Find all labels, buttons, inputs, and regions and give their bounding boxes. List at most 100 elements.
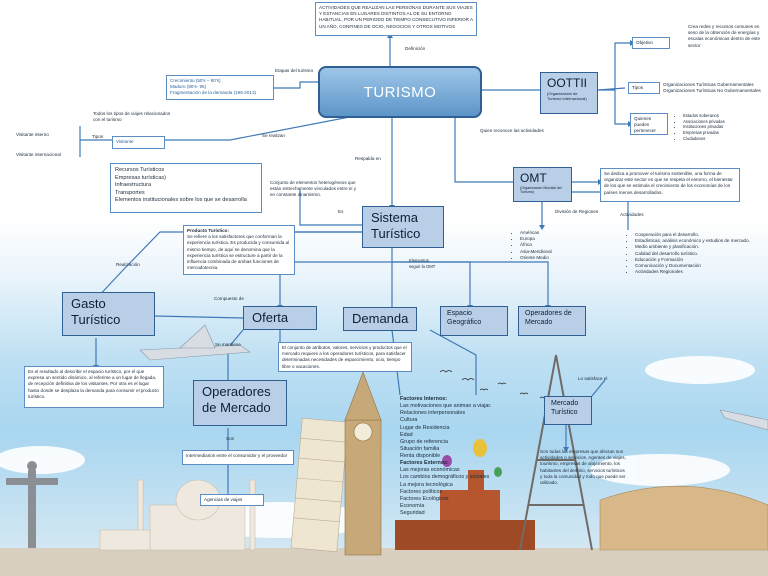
edge-label-lo-satisface: Lo satisface el xyxy=(578,376,608,381)
factor-interno: Las motivaciones que animan a viajar. xyxy=(400,403,492,410)
omt-text-box: Se dedica a promover el turismo sostenib… xyxy=(600,168,740,202)
actividad-item: Comunicación y Documentación xyxy=(635,263,750,269)
oottii-node[interactable]: OOTTII (Organización de Turismo Internac… xyxy=(540,72,598,114)
oferta-text: El conjunto de atributos, valores, servi… xyxy=(282,345,407,369)
agencias-text: Agencias de viajes xyxy=(204,497,243,502)
region-item: Américas xyxy=(520,230,552,236)
operadores-label: Operadores de Mercado xyxy=(202,384,271,415)
recursos-item: Recursos Turísticos xyxy=(115,167,165,173)
definition-text: ACTIVIDADES QUE REALIZAN LAS PERSONAS DU… xyxy=(319,5,473,29)
actividad-item: Calidad del desarrollo turístico. xyxy=(635,251,750,257)
regiones-list: Américas Europa África Asia-Meridional O… xyxy=(513,230,552,261)
factores-externos-title: Factores Externos: xyxy=(400,460,449,467)
turismo-node[interactable]: TURISMO xyxy=(318,66,482,118)
actividad-item: Actividades Regionales xyxy=(635,269,750,275)
visitante-box: Visitante xyxy=(112,136,165,149)
factores-block: Factores Internos: Las motivaciones que … xyxy=(400,396,505,517)
recursos-item: Elementos institucionales sobre los que … xyxy=(115,197,247,204)
tipos-label: Tipos xyxy=(632,85,644,90)
region-item: África xyxy=(520,242,552,248)
agencias-box: Agencias de viajes xyxy=(200,494,264,506)
objetivo-text: Crea redes y recursos comunes en seso de… xyxy=(688,24,761,48)
intermediarios-box: Intermediarios entre el consumidor y el … xyxy=(182,450,294,465)
edge-label-compuesto: Compuesto de xyxy=(214,296,244,301)
quienes-label: Quienes pueden pertenecer xyxy=(634,116,656,134)
region-item: Oriente Medio xyxy=(520,255,552,261)
visitante-interno: Visitante interno xyxy=(16,132,49,137)
todos-tipos-text: Todos los tipos de viajes relacionados c… xyxy=(93,111,171,123)
quienes-item: Empresas privadas xyxy=(683,130,725,136)
conjunto-text: Conjunto de elementos heterogéneos que e… xyxy=(270,180,357,198)
visitante-internacional: Visitante internacional xyxy=(16,152,61,157)
edge-label-etapas: Etapas del turismo xyxy=(275,68,314,73)
edge-label-definicion: Definición xyxy=(405,46,426,51)
edge-label-quien-reconoce: Quien reconoce las actividades xyxy=(480,128,544,133)
factor-externo: Los cambios demográficos y sociales xyxy=(400,474,490,481)
etapas-box: Crecimiento (50's – 80's) Maduro (80's- … xyxy=(166,75,274,100)
tipos-box: Tipos xyxy=(628,82,660,94)
edge-label-division: División de Regiones xyxy=(555,209,599,214)
edge-label-se-realizan: Se realizan xyxy=(262,133,285,138)
edge-label-es: Es xyxy=(338,209,344,214)
factor-externo: Factores políticos xyxy=(400,488,443,495)
objetivo-label: Objetivo xyxy=(636,40,653,45)
factores-internos-title: Factores Internos: xyxy=(400,396,448,402)
actividad-item: Cooperación para el desarrollo. xyxy=(635,232,750,238)
edge-label-actividades: Actividades xyxy=(620,212,644,217)
mercado-turistico-node[interactable]: Mercado Turístico xyxy=(544,396,592,425)
oferta-node[interactable]: Oferta xyxy=(243,306,317,330)
etapa-2: Maduro (80's- 95) xyxy=(170,84,207,90)
oottii-label: OOTTII xyxy=(547,76,587,90)
quienes-item: Instituciones privadas xyxy=(683,124,725,130)
producto-box: Producto Turístico: Se refiere a los sat… xyxy=(183,225,295,275)
omt-sub: (Organización Mundial del Turismo) xyxy=(520,186,562,195)
factor-interno: Renta disponible xyxy=(400,453,441,459)
demanda-label: Demanda xyxy=(352,311,409,326)
oferta-label: Oferta xyxy=(252,310,289,325)
actividad-item: Medio ambiente y planificación. xyxy=(635,244,750,250)
producto-text: Se refiere a los satisfactores que confo… xyxy=(187,234,290,271)
etapa-1: Crecimiento (50's – 80's) xyxy=(170,78,221,83)
actividades-list: Cooperación para el desarrollo. Estadíst… xyxy=(628,232,750,275)
factor-externo: Seguridad xyxy=(400,510,425,516)
factor-externo: La mejora tecnológica xyxy=(400,481,453,488)
edge-label-son: Son xyxy=(226,436,235,441)
sistema-turistico-node[interactable]: Sistema Turístico xyxy=(362,206,444,248)
operadores-mercado-node-right[interactable]: Operadores de Mercado xyxy=(518,306,586,336)
espacio-label: Espacio Geográfico xyxy=(447,310,482,326)
recursos-item: Transportes xyxy=(115,189,145,196)
edge-label-tipos: Tipos xyxy=(92,134,104,139)
edge-label-realizacion: Realización xyxy=(116,262,140,267)
factor-interno: Lugar de Residencia xyxy=(400,424,450,431)
mercado-label: Mercado Turístico xyxy=(551,400,579,416)
factor-interno: Edad xyxy=(400,431,413,438)
omt-node[interactable]: OMT (Organización Mundial del Turismo) xyxy=(513,167,572,202)
intermediarios-text: Intermediarios entre el consumidor y el … xyxy=(186,453,288,458)
producto-title: Producto Turístico: xyxy=(187,228,230,233)
espacio-geografico-node[interactable]: Espacio Geográfico xyxy=(440,306,508,336)
oottii-sub: (Organización de Turismo Internacional) xyxy=(547,91,587,101)
turismo-title: TURISMO xyxy=(363,83,437,101)
mercado-text: Son todas las empresas que afectan sus a… xyxy=(540,449,626,485)
sistema-label: Sistema Turístico xyxy=(371,210,421,241)
edge-label-se-mantiene: Se mantiene xyxy=(215,342,241,347)
operadores-mercado-node[interactable]: Operadores de Mercado xyxy=(193,380,287,426)
quienes-list: Estados soberanos Asociaciones privadas … xyxy=(676,113,725,141)
gasto-turistico-node[interactable]: Gasto Turístico xyxy=(62,292,155,336)
gasto-label: Gasto Turístico xyxy=(71,296,121,327)
quienes-box: Quienes pueden pertenecer xyxy=(630,113,668,135)
definition-box: ACTIVIDADES QUE REALIZAN LAS PERSONAS DU… xyxy=(315,2,477,36)
region-item: Europa xyxy=(520,236,552,242)
factor-interno: Cultura xyxy=(400,417,418,424)
gasto-text: Es el resultado al describir el espacio … xyxy=(28,369,159,399)
region-item: Asia-Meridional xyxy=(520,249,552,255)
gasto-text-box: Es el resultado al describir el espacio … xyxy=(24,366,164,408)
recursos-item: Infraestructura xyxy=(115,182,152,189)
actividad-item: Educación y Formación xyxy=(635,257,750,263)
edge-label-respalda: Respalda en xyxy=(355,156,381,161)
quienes-item: Asociaciones privadas xyxy=(683,119,725,125)
factor-externo: Factores Ecológicos xyxy=(400,495,449,502)
demanda-node[interactable]: Demanda xyxy=(343,307,417,331)
omt-text: Se dedica a promover el turismo sostenib… xyxy=(604,171,733,195)
